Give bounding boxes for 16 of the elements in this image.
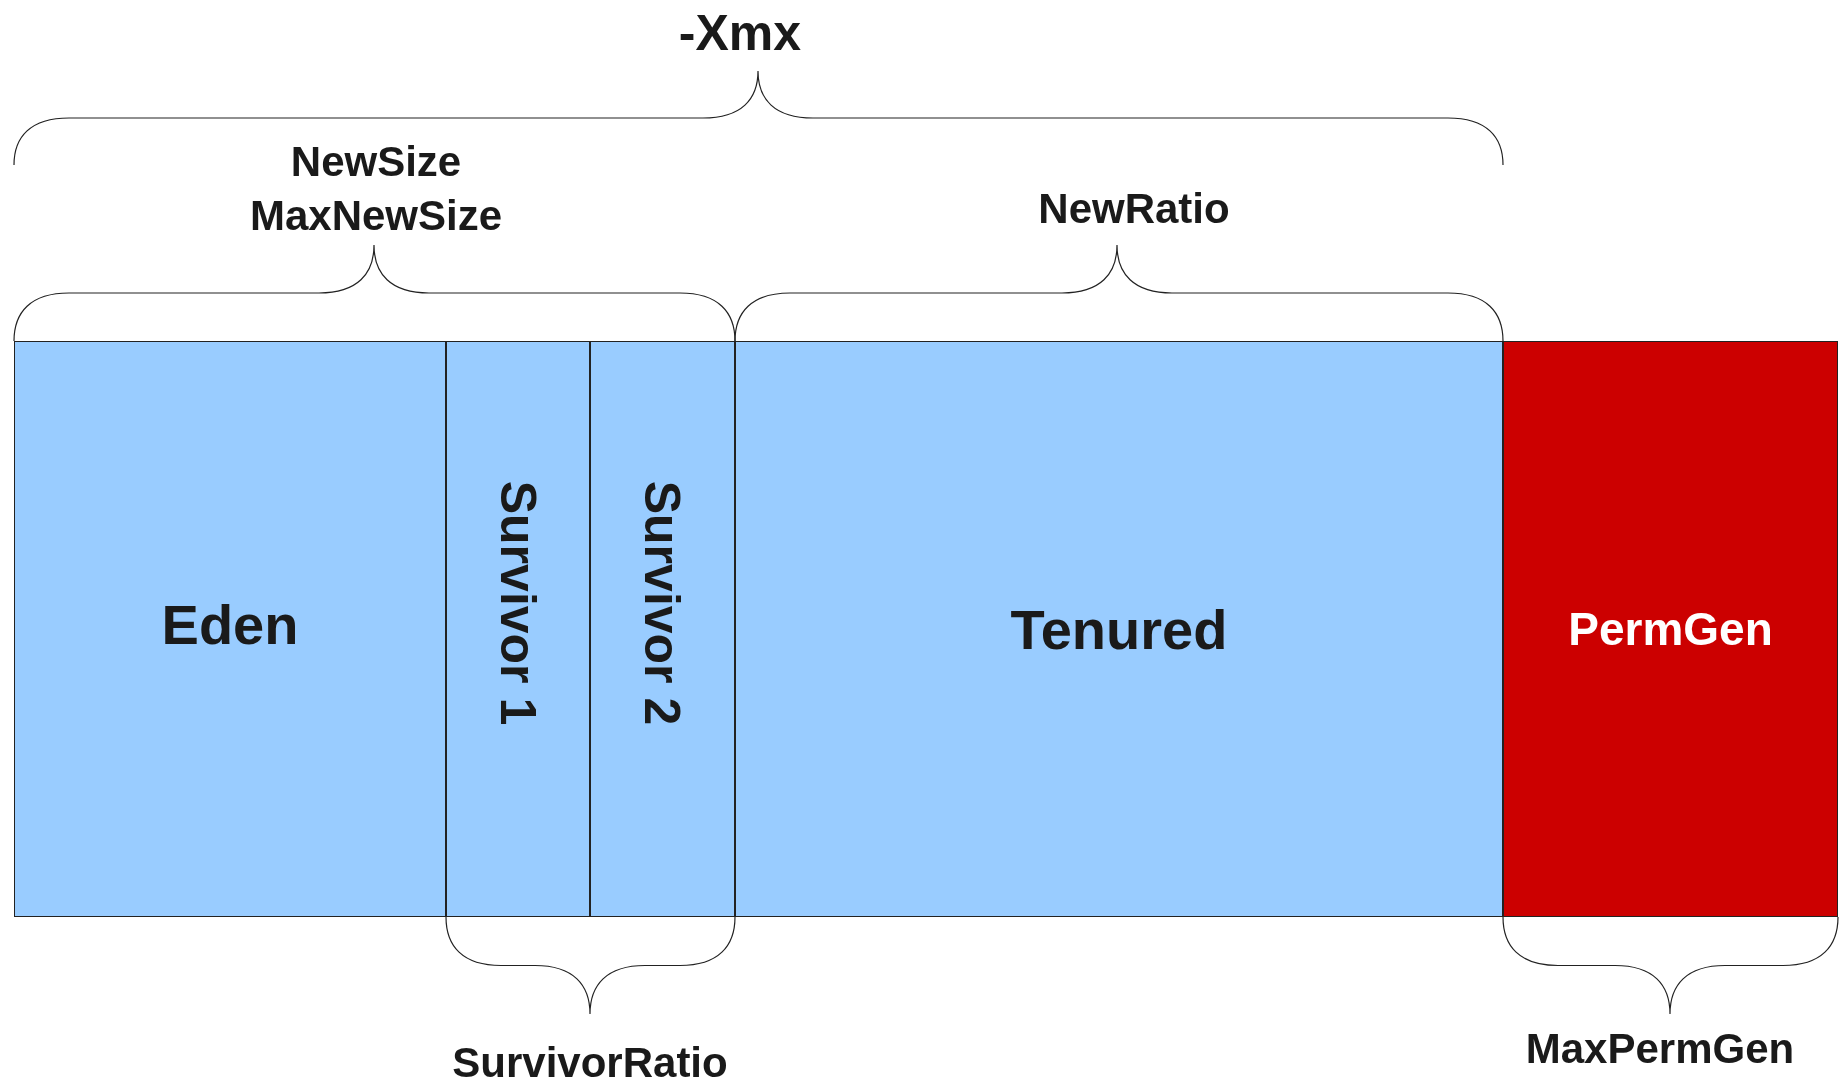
- memory-region: [590, 341, 735, 917]
- region-label: Survivor 1: [489, 480, 547, 726]
- memory-region: [735, 341, 1503, 917]
- option-label: NewSize: [290, 138, 462, 186]
- region-label: Eden: [161, 591, 299, 657]
- region-label: PermGen: [1568, 602, 1773, 656]
- region-label: Survivor 2: [633, 480, 692, 726]
- option-label: SurvivorRatio: [452, 1039, 728, 1085]
- memory-region: [1503, 341, 1838, 917]
- memory-region: [446, 341, 590, 917]
- option-label: MaxPermGen: [1525, 1025, 1795, 1073]
- heap-size-option: -Xmx: [678, 4, 802, 62]
- region-label: Tenured: [1010, 596, 1228, 662]
- option-label: MaxNewSize: [249, 192, 503, 240]
- memory-region: [14, 341, 446, 917]
- option-label: NewRatio: [1038, 185, 1230, 233]
